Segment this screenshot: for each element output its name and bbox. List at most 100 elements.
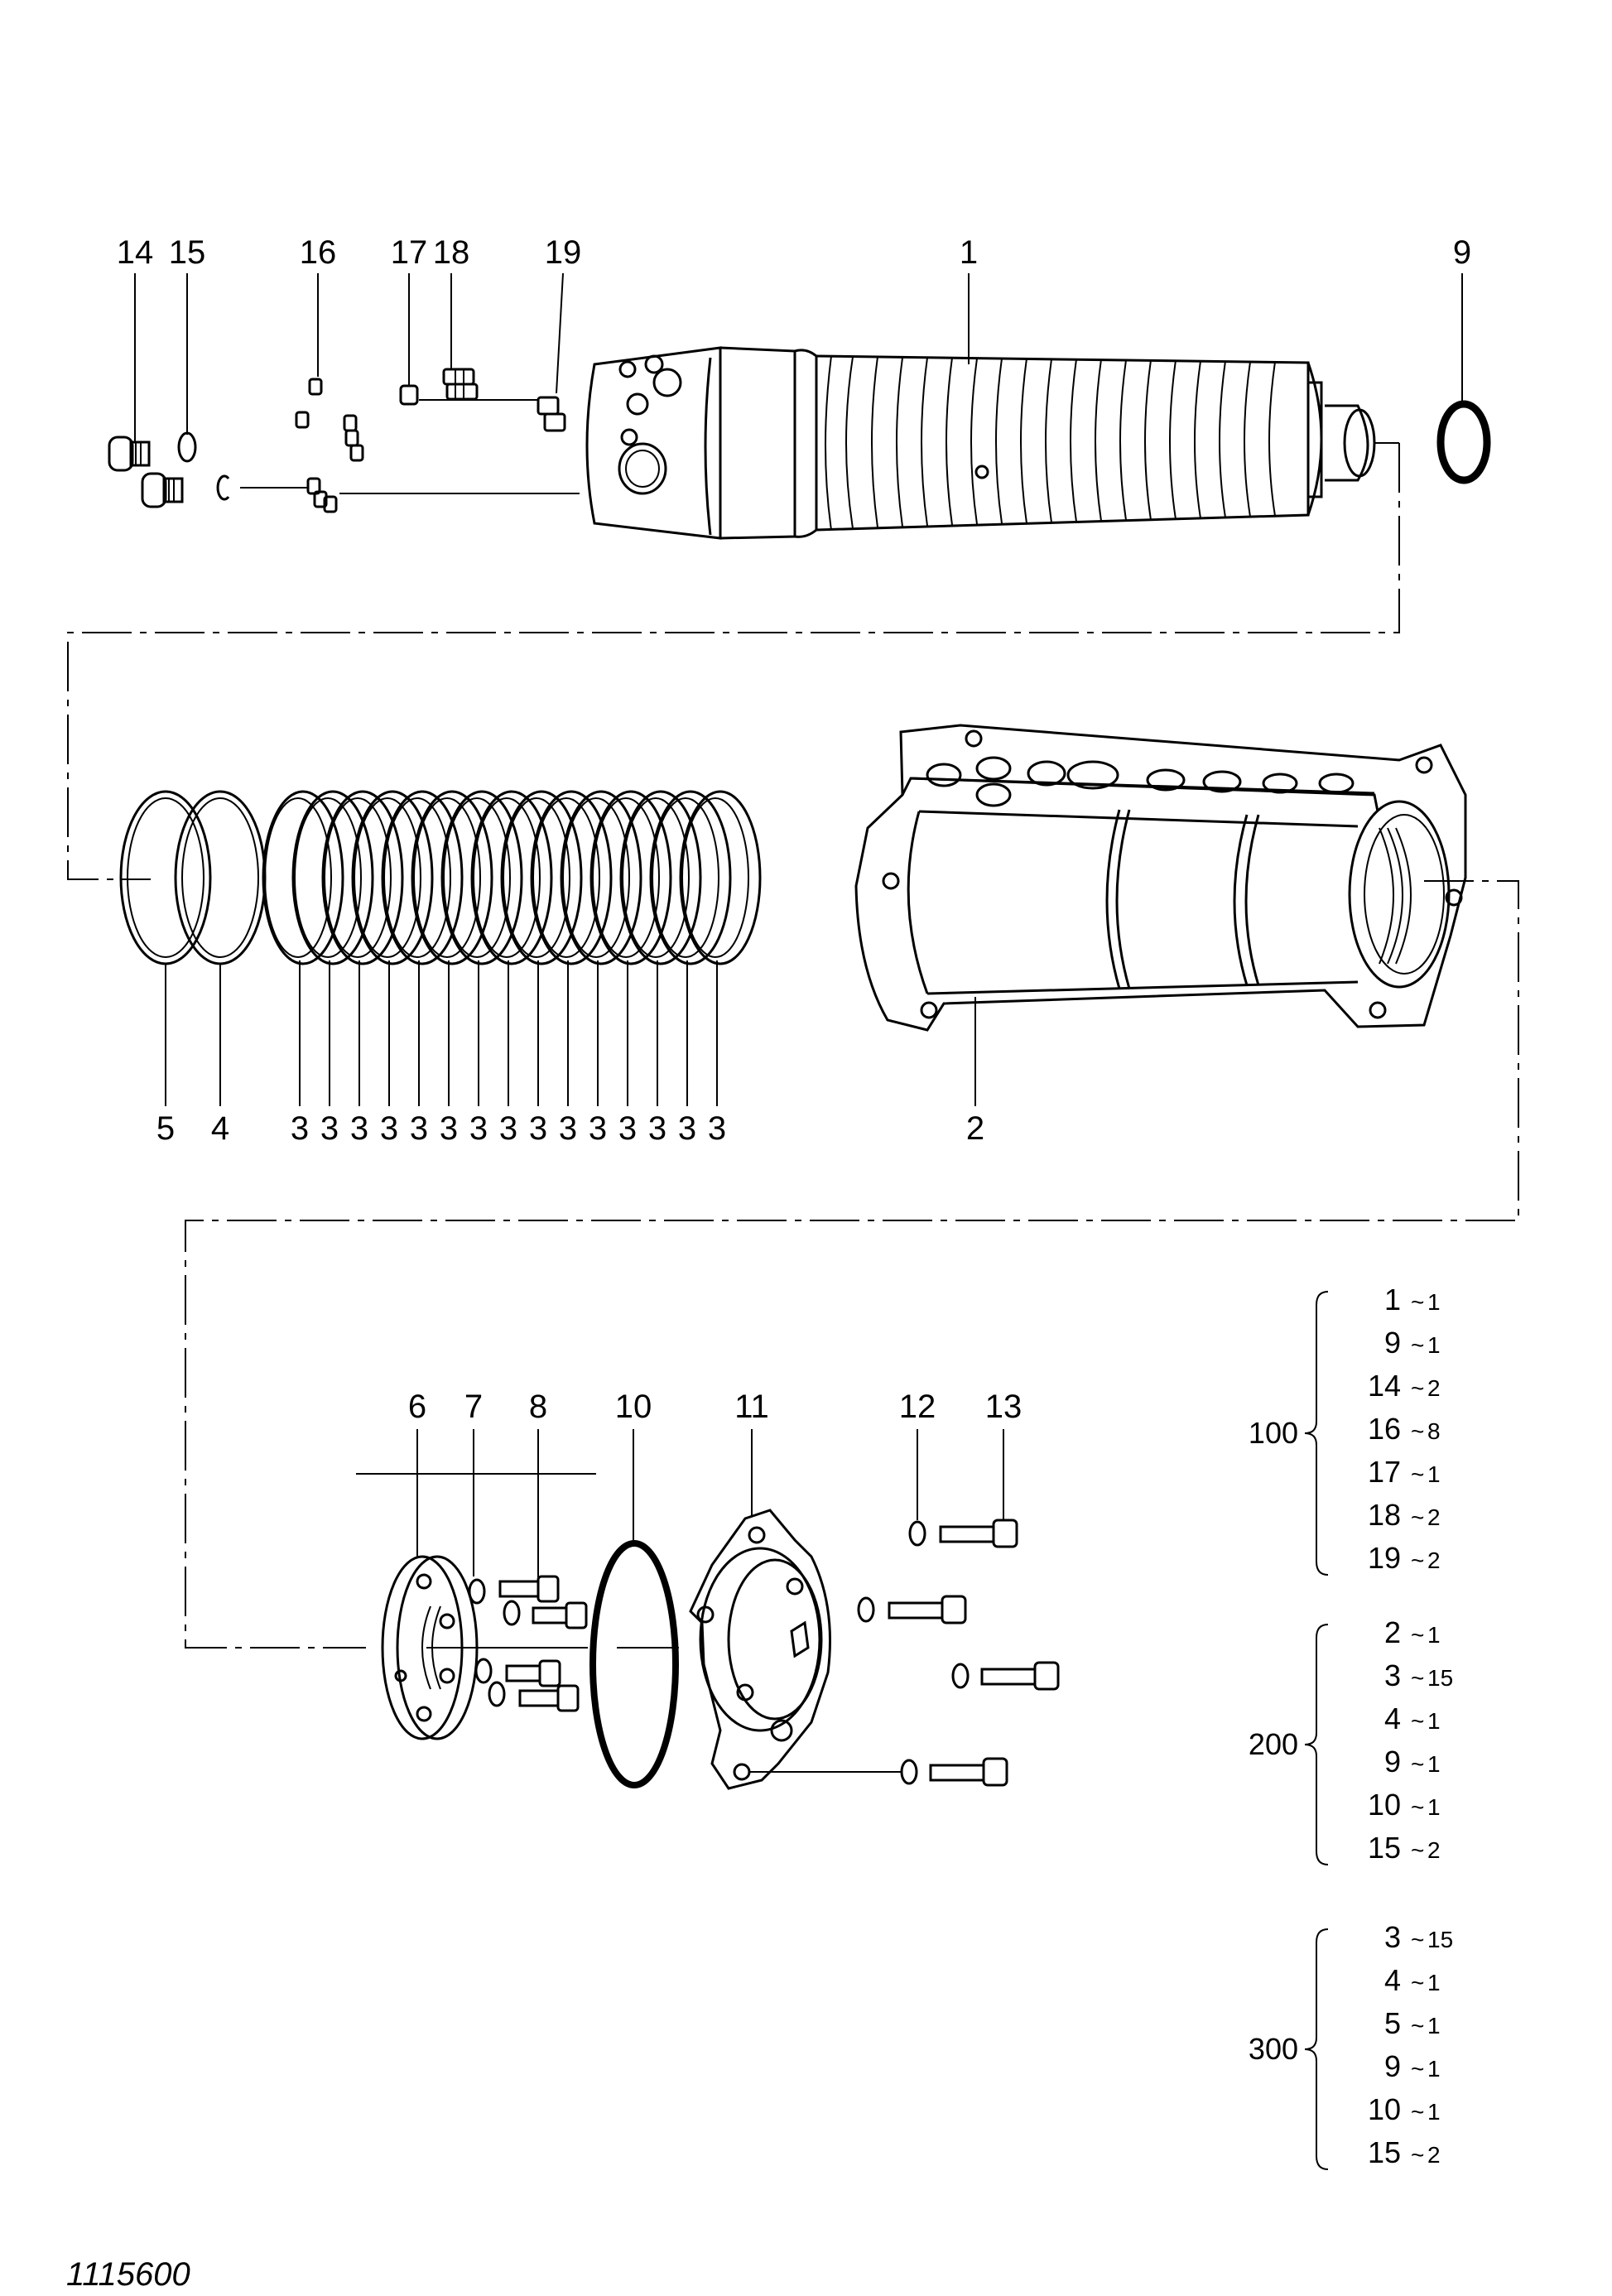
callout-18: 18: [433, 234, 470, 271]
leader-lines-middle: [165, 960, 976, 1106]
callout-3: 3: [320, 1110, 339, 1147]
kit-item-qty: 1: [1427, 1794, 1441, 1820]
callout-3: 3: [440, 1110, 458, 1147]
kit-item-qty: 15: [1427, 1665, 1453, 1691]
callout-16: 16: [300, 234, 337, 271]
callout-3: 3: [678, 1110, 696, 1147]
kit-bracket: [1304, 1291, 1329, 1576]
ring-3: [679, 790, 762, 965]
kit-item-qty: 2: [1427, 2142, 1441, 2168]
kit-item-qty: 1: [1427, 1970, 1441, 1995]
plugs-16: [295, 378, 364, 513]
ring-3: [262, 790, 344, 965]
kit-item-part: 14: [1368, 1369, 1401, 1403]
kit-item-separator: ~: [1411, 1375, 1424, 1401]
kit-item-qty: 1: [1427, 2056, 1441, 2082]
kit-item-separator: ~: [1411, 1927, 1424, 1952]
ring-3: [470, 790, 553, 965]
ring-3: [411, 790, 493, 965]
kit-item-separator: ~: [1411, 1418, 1424, 1444]
ring-5: [119, 790, 212, 965]
kit-item-part: 2: [1384, 1615, 1401, 1649]
swivel-housing-2: [854, 724, 1467, 1032]
kit-code: 200: [1249, 1727, 1298, 1761]
o-ring-15-lower: [216, 474, 230, 501]
kit-item-part: 15: [1368, 1831, 1401, 1865]
plug-17: [399, 384, 419, 406]
o-ring-15-upper: [177, 431, 197, 463]
callout-labels-top: 14 15 16 17 18 19 1 9: [117, 234, 1471, 271]
kit-item-qty: 15: [1427, 1927, 1453, 1952]
callout-3: 3: [350, 1110, 368, 1147]
kit-item-part: 10: [1368, 2092, 1401, 2126]
kit-item-part: 16: [1368, 1412, 1401, 1446]
kit-item-part: 17: [1368, 1455, 1401, 1489]
kit-item-qty: 1: [1427, 1289, 1441, 1315]
kit-item-part: 18: [1368, 1498, 1401, 1532]
callout-11: 11: [734, 1389, 769, 1425]
kit-item-qty: 2: [1427, 1548, 1441, 1573]
ring-3: [351, 790, 434, 965]
kit-item-separator: ~: [1411, 1708, 1424, 1734]
callout-13: 13: [985, 1389, 1023, 1425]
callout-3: 3: [291, 1110, 309, 1147]
callout-19: 19: [545, 234, 582, 271]
callout-3: 3: [529, 1110, 547, 1147]
ring-3: [321, 790, 404, 965]
kit-item-separator: ~: [1411, 2013, 1424, 2038]
kit-item-qty: 1: [1427, 2099, 1441, 2125]
kit-tables: 1001~19~114~216~817~118~219~22002~13~154…: [1249, 1283, 1453, 2170]
ring-3: [560, 790, 642, 965]
bolts-13: [888, 1519, 1060, 1787]
kit-item-part: 9: [1384, 1326, 1401, 1360]
end-cover-11: [689, 1509, 902, 1790]
callout-2: 2: [966, 1110, 984, 1147]
kit-item-part: 19: [1368, 1541, 1401, 1575]
ring-3: [440, 790, 523, 965]
callout-15: 15: [169, 234, 206, 271]
kit-item-part: 9: [1384, 1745, 1401, 1779]
kit-item-part: 9: [1384, 2049, 1401, 2083]
seal-rings: [119, 790, 762, 965]
callout-3: 3: [648, 1110, 666, 1147]
kit-bracket: [1304, 1928, 1329, 2170]
kit-item-separator: ~: [1411, 1289, 1424, 1315]
leader-lines-bottom: [416, 1429, 1004, 1581]
callout-3: 3: [589, 1110, 607, 1147]
callout-3: 3: [410, 1110, 428, 1147]
kit-code: 100: [1249, 1416, 1298, 1450]
kit-item-part: 3: [1384, 1920, 1401, 1954]
kit-item-separator: ~: [1411, 2056, 1424, 2082]
kit-item-qty: 2: [1427, 1837, 1441, 1863]
ring-3: [530, 790, 613, 965]
kit-code: 300: [1249, 2032, 1298, 2066]
kit-item-separator: ~: [1411, 1332, 1424, 1358]
kit-item-part: 15: [1368, 2135, 1401, 2169]
callout-10: 10: [615, 1389, 652, 1425]
plugs-19: [537, 396, 566, 432]
kit-item-part: 4: [1384, 1963, 1401, 1997]
ring-3: [291, 790, 374, 965]
callout-3: 3: [499, 1110, 517, 1147]
kit-item-qty: 2: [1427, 1375, 1441, 1401]
plug-14-lower: [141, 472, 184, 508]
callout-3: 3: [618, 1110, 637, 1147]
callout-3: 3: [559, 1110, 577, 1147]
kit-item-separator: ~: [1411, 2099, 1424, 2125]
o-ring-10: [589, 1540, 679, 1788]
ring-3: [619, 790, 702, 965]
swivel-shaft-1: [585, 346, 1399, 540]
callout-3: 3: [708, 1110, 726, 1147]
callout-9: 9: [1453, 234, 1471, 271]
callout-labels-bottom: 6 7 8 10 11 12 13: [408, 1389, 1022, 1425]
kit-item-qty: 1: [1427, 1332, 1441, 1358]
drawing-number: 1115600: [66, 2256, 190, 2293]
rings-3: [262, 790, 762, 965]
callout-17: 17: [391, 234, 428, 271]
kit-item-separator: ~: [1411, 1970, 1424, 1995]
cover-plate-6: [381, 1555, 479, 1740]
